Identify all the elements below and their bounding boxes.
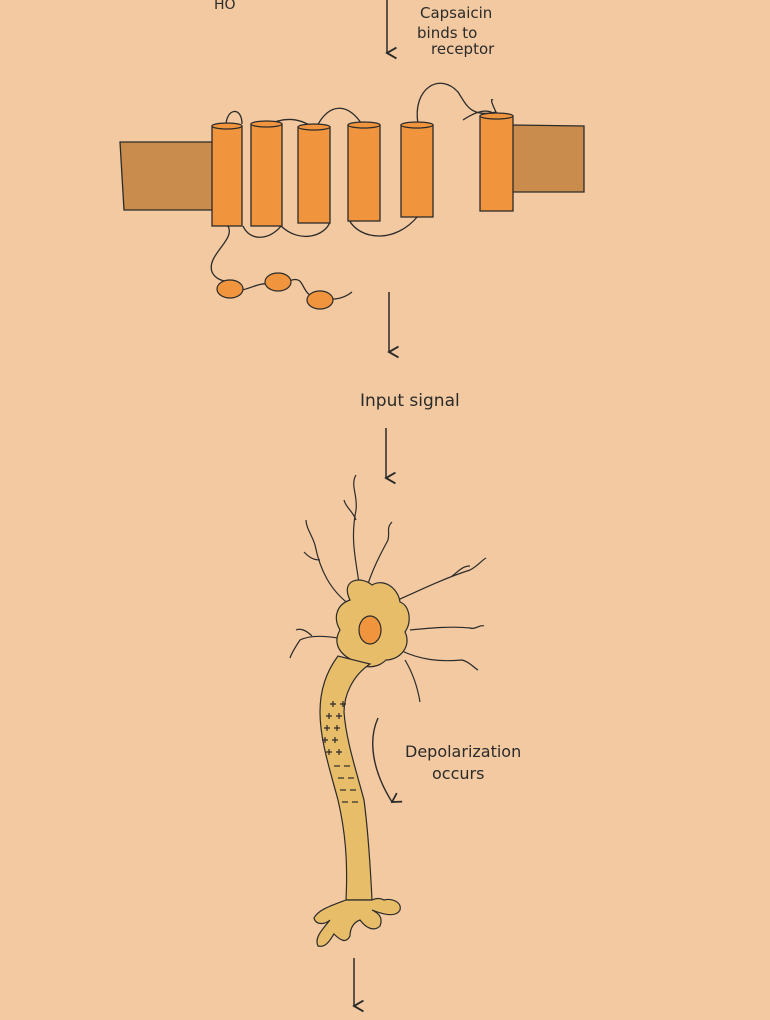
capsaicin-label-line1: Capsaicin (420, 4, 492, 22)
helix-4 (347, 121, 381, 222)
negative-charges (334, 765, 358, 803)
capsaicin-label-line3: receptor (431, 40, 495, 58)
axon-terminal (313, 897, 401, 947)
tail-bead-1 (216, 279, 244, 299)
neuron (289, 474, 487, 947)
helix-3 (297, 123, 331, 224)
top-fragment-label: HO (214, 0, 236, 13)
helix-1 (211, 122, 243, 227)
capsaicin-label-line2: binds to (417, 24, 477, 42)
helix-2 (250, 120, 283, 227)
tail-bead-3 (306, 290, 334, 310)
neuron-nucleus (358, 615, 382, 645)
cell-membrane (119, 124, 585, 211)
depolarization-arrow (372, 717, 392, 802)
neuron-dendrites (289, 474, 487, 703)
positive-charges (322, 701, 346, 755)
helix-5 (400, 121, 434, 218)
receptor-helices (211, 112, 514, 227)
neuron-axon (319, 655, 373, 901)
tail-bead-2 (264, 272, 292, 292)
receptor-tail (210, 225, 353, 310)
depolarization-label-line2: occurs (432, 764, 484, 783)
input-signal-label: Input signal (360, 391, 460, 411)
depolarization-label-line1: Depolarization (405, 742, 521, 761)
helix-6 (479, 112, 514, 212)
